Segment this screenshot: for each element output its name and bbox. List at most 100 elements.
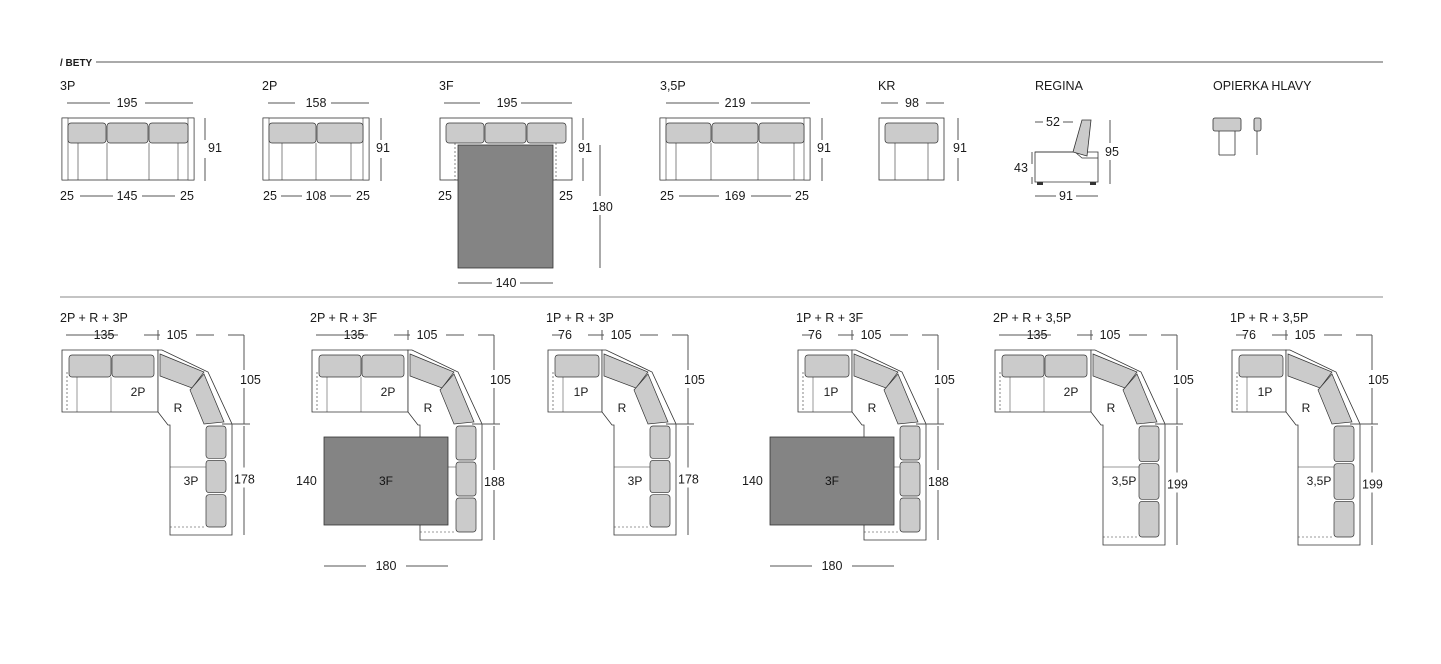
back-cushion (455, 497, 477, 533)
dim-right-length: 188 (484, 475, 505, 489)
back-cushion (649, 494, 671, 528)
dim-arm-right: 25 (180, 189, 194, 203)
back-cushion (484, 122, 527, 144)
dim-seat: 145 (117, 189, 138, 203)
back-cushion (361, 354, 405, 378)
back-cushion (189, 373, 225, 425)
dim-top-width: 135 (94, 328, 115, 342)
dim-right-length: 178 (678, 473, 699, 487)
seat-label: 2P (1064, 385, 1079, 399)
seat-label: 3,5P (1112, 474, 1137, 488)
dim-top-corner: 105 (1295, 328, 1316, 342)
back-cushion (1238, 354, 1284, 378)
dim-top-corner: 105 (861, 328, 882, 342)
dim-arm-right: 25 (356, 189, 370, 203)
back-cushion (1138, 425, 1160, 463)
dim-depth: 91 (208, 141, 222, 155)
dim-arm-left: 25 (438, 189, 452, 203)
headrest-front-icon (1212, 117, 1242, 132)
back-cushion (1333, 425, 1355, 463)
dim-depth: 91 (817, 141, 831, 155)
dim-width: 98 (905, 96, 919, 110)
module-title: OPIERKA HLAVY (1213, 79, 1312, 93)
module-title: REGINA (1035, 79, 1084, 93)
back-cushion (1138, 500, 1160, 538)
dim-bed-length: 180 (592, 200, 613, 214)
back-cushion (106, 122, 149, 144)
seat-label: 2P (131, 385, 146, 399)
seat-label: 3,5P (1307, 474, 1332, 488)
dim-arm-left: 25 (660, 189, 674, 203)
module-title: KR (878, 79, 895, 93)
back-cushion (899, 497, 921, 533)
back-cushion (455, 461, 477, 497)
brand-label: / BETY (60, 58, 93, 69)
corner-label: R (1302, 401, 1311, 415)
corner-label: R (1107, 401, 1116, 415)
dim-seat-height: 43 (1014, 161, 1028, 175)
dim-right-length: 199 (1362, 478, 1383, 492)
bed-extension (457, 144, 554, 269)
dim-top-corner: 105 (417, 328, 438, 342)
bed-label: 3F (379, 474, 393, 488)
dim-width: 158 (306, 96, 327, 110)
back-cushion (649, 425, 671, 459)
dim-bed-width: 180 (376, 559, 397, 573)
module-3-5p: 3,5P 219 91 25 169 25 (659, 79, 831, 203)
module-kr: KR 98 91 (878, 79, 967, 181)
config-title: 2P + R + 3,5P (993, 311, 1071, 325)
dim-top-corner: 105 (167, 328, 188, 342)
back-cushion (554, 354, 600, 378)
back-cushion (526, 122, 567, 144)
back-cushion (316, 122, 364, 144)
back-cushion (649, 459, 671, 494)
back-cushion (67, 122, 107, 144)
bed-extension (769, 436, 895, 526)
module-3f: 3F 195 91 180 25 25 140 (438, 79, 613, 290)
dim-right-length: 188 (928, 475, 949, 489)
dim-arm-right: 25 (795, 189, 809, 203)
back-cushion (899, 461, 921, 497)
dim-right-corner: 105 (934, 373, 955, 387)
back-cushion (1138, 463, 1160, 500)
module-3p: 3P 195 91 25 145 25 (60, 79, 222, 203)
dim-bed-height: 140 (742, 474, 763, 488)
seat-label: 2P (381, 385, 396, 399)
headrest-cushion (1072, 119, 1092, 157)
seat-label: 3P (184, 474, 199, 488)
dim-top-width: 135 (344, 328, 365, 342)
dim-top-corner: 105 (1100, 328, 1121, 342)
dim-top-corner: 105 (611, 328, 632, 342)
back-cushion (1122, 373, 1158, 425)
dim-depth: 91 (953, 141, 967, 155)
back-cushion (633, 373, 669, 425)
seat-label: 1P (824, 385, 839, 399)
dim-height: 95 (1105, 145, 1119, 159)
back-cushion (899, 425, 921, 461)
dim-top-width: 76 (1242, 328, 1256, 342)
seat-label: 1P (574, 385, 589, 399)
back-cushion (205, 494, 227, 528)
back-cushion (884, 122, 939, 144)
back-cushion (111, 354, 155, 378)
dim-seat: 169 (725, 189, 746, 203)
back-cushion (1317, 373, 1353, 425)
corner-label: R (618, 401, 627, 415)
module-title: 3,5P (660, 79, 686, 93)
config-title: 1P + R + 3P (546, 311, 614, 325)
module-headrest: OPIERKA HLAVY (1212, 79, 1312, 156)
dim-width: 219 (725, 96, 746, 110)
headrest-side-icon (1253, 117, 1262, 132)
config-title: 1P + R + 3,5P (1230, 311, 1308, 325)
corner-label: R (174, 401, 183, 415)
back-cushion (883, 373, 919, 425)
bed-extension (323, 436, 449, 526)
dim-depth: 91 (376, 141, 390, 155)
corner-label: R (868, 401, 877, 415)
dim-arm-right: 25 (559, 189, 573, 203)
